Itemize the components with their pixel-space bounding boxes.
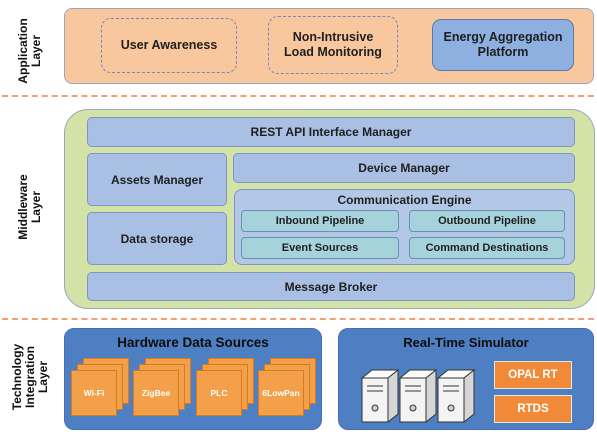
layer-separator-bottom <box>2 318 594 320</box>
inbound-pipeline: Inbound Pipeline <box>241 210 399 232</box>
opal-rt-box: OPAL RT <box>494 361 572 389</box>
doc-card-front: Wi-Fi <box>71 370 117 416</box>
6lowpan-label: 6LowPan <box>262 388 300 398</box>
user-awareness-box: User Awareness <box>101 18 237 73</box>
zigbee-label: ZigBee <box>141 388 171 398</box>
server-icon <box>436 368 476 424</box>
server-icon <box>360 368 400 424</box>
technology-layer-label: Technology Integration Layer <box>9 343 50 411</box>
command-destinations: Command Destinations <box>409 237 565 259</box>
data-storage: Data storage <box>87 212 227 265</box>
wifi-label: Wi-Fi <box>83 388 105 398</box>
rest-api-interface-manager: REST API Interface Manager <box>87 117 575 147</box>
server-icon <box>398 368 438 424</box>
energy-aggregation-platform-box: Energy Aggregation Platform <box>432 19 574 71</box>
zigbee-source-icon: ZigBee <box>133 358 191 422</box>
device-manager: Device Manager <box>233 153 575 183</box>
middleware-layer-label: Middleware Layer <box>16 174 43 240</box>
nilm-box: Non-Intrusive Load Monitoring <box>268 16 398 74</box>
plc-label: PLC <box>210 388 228 398</box>
real-time-simulator-title: Real-Time Simulator <box>403 334 529 350</box>
doc-card-front: PLC <box>196 370 242 416</box>
6lowpan-source-icon: 6LowPan <box>258 358 316 422</box>
assets-manager: Assets Manager <box>87 153 227 206</box>
hardware-data-sources-title: Hardware Data Sources <box>117 334 269 350</box>
message-broker: Message Broker <box>87 272 575 301</box>
outbound-pipeline: Outbound Pipeline <box>409 210 565 232</box>
wifi-source-icon: Wi-Fi <box>71 358 129 422</box>
layer-separator-top <box>2 95 594 97</box>
application-layer-label: Application Layer <box>16 18 43 84</box>
doc-card-front: 6LowPan <box>258 370 304 416</box>
rtds-box: RTDS <box>494 395 572 423</box>
server-rack-icon <box>360 364 478 426</box>
communication-engine-title: Communication Engine <box>337 192 472 207</box>
event-sources: Event Sources <box>241 237 399 259</box>
plc-source-icon: PLC <box>196 358 254 422</box>
doc-card-front: ZigBee <box>133 370 179 416</box>
